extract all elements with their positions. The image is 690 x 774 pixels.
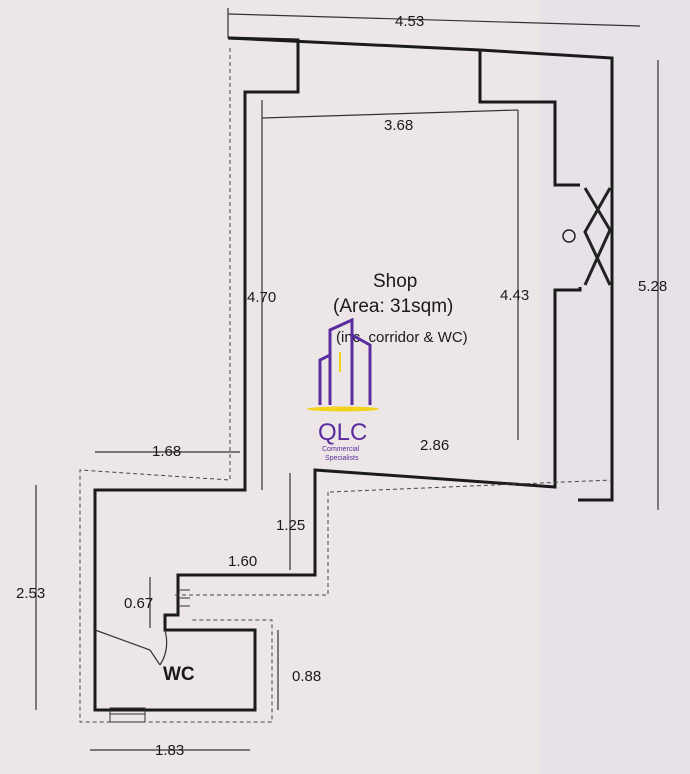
company-logo: QLC Commercial Specialists (307, 317, 379, 462)
dim-top-inner: 3.68 (384, 117, 413, 134)
logo-tagline-1: Commercial (322, 446, 360, 453)
room-name: Shop (373, 271, 417, 292)
dim-left-step: 1.68 (152, 443, 181, 460)
walls (79, 36, 614, 723)
dim-corridor-width: 1.60 (228, 553, 257, 570)
dim-left-total: 2.53 (16, 585, 45, 602)
dimension-lines (35, 8, 659, 751)
dim-left-height: 4.70 (247, 289, 276, 306)
dim-wc-width: 1.83 (155, 742, 184, 759)
dim-wc-height: 0.88 (292, 668, 321, 685)
logo-name: QLC (318, 419, 367, 446)
dim-right-outer: 5.28 (638, 278, 667, 295)
logo-tagline-2: Specialists (325, 455, 359, 462)
stairs (109, 589, 190, 723)
room-note: (inc. corridor & WC) (336, 329, 468, 346)
dim-top-outer: 4.53 (395, 13, 424, 30)
dim-bottom-right: 2.86 (420, 437, 449, 454)
room-area: (Area: 31sqm) (333, 296, 453, 317)
wc-label: WC (163, 664, 195, 685)
door-symbol (562, 187, 612, 286)
dim-corridor-height: 1.25 (276, 517, 305, 534)
dim-right-inner: 4.43 (500, 287, 529, 304)
dim-step-height: 0.67 (124, 595, 153, 612)
